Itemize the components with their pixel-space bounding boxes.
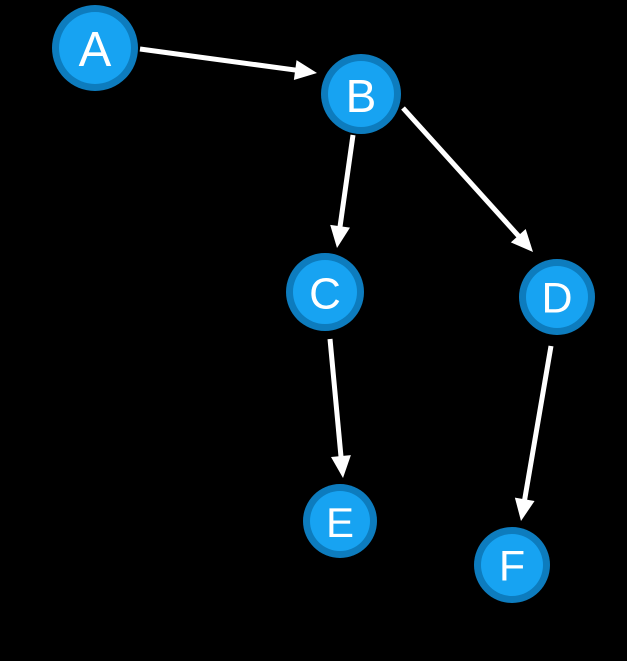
edge-line-B-D	[401, 106, 523, 241]
edge-C-E	[327, 338, 351, 478]
edge-D-F	[514, 345, 554, 521]
node-C[interactable]: C	[286, 253, 364, 331]
arrowhead-icon	[330, 455, 351, 478]
edge-B-D	[401, 106, 533, 252]
arrowhead-icon	[514, 497, 535, 521]
node-body	[293, 260, 357, 324]
node-A[interactable]: A	[52, 5, 138, 91]
edge-line-D-F	[521, 345, 554, 504]
node-F[interactable]: F	[474, 527, 550, 603]
arrowhead-icon	[510, 228, 533, 252]
edge-line-C-E	[327, 338, 344, 461]
edge-B-C	[330, 134, 356, 248]
node-body	[481, 534, 543, 596]
arrowhead-icon	[293, 60, 317, 80]
node-body	[328, 61, 394, 127]
edge-A-B	[139, 46, 317, 80]
node-B[interactable]: B	[321, 54, 401, 134]
node-body	[310, 491, 370, 551]
node-body	[59, 12, 131, 84]
node-D[interactable]: D	[519, 259, 595, 335]
node-body	[526, 266, 588, 328]
edge-line-B-C	[337, 134, 356, 231]
node-E[interactable]: E	[303, 484, 377, 558]
edge-line-A-B	[139, 46, 300, 74]
arrowhead-icon	[330, 224, 350, 248]
